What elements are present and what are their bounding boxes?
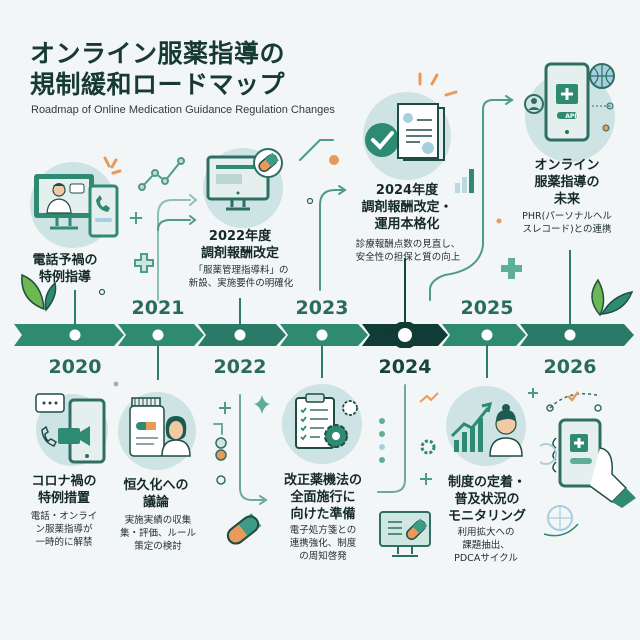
monitor-capsule-icon xyxy=(206,148,283,211)
health-app-phone-globe-icon xyxy=(524,62,615,142)
connector-2024 xyxy=(404,258,406,322)
milestone-permanent-desc: 実施実績の収集 集・評価、ルール 策定の検討 xyxy=(119,515,196,552)
milestone-monitoring-heading: 制度の定着・ 普及状況の モニタリング xyxy=(447,475,526,524)
year-2022: 2022 xyxy=(213,356,267,378)
year-2024: 2024 xyxy=(378,356,432,378)
timeline-arrow-bar xyxy=(14,322,634,348)
hand-holding-health-phone-icon xyxy=(540,391,636,508)
connector-2023 xyxy=(321,344,323,378)
doctor-video-call-icon xyxy=(34,174,119,238)
year-2021: 2021 xyxy=(131,297,185,319)
milestone-monitoring-desc: 利用拡大への 課題抽出、 PDCAサイクル xyxy=(454,527,518,564)
checkmark-document-icon xyxy=(365,103,445,161)
milestone-revision-2022-heading: 2022年度 調剤報酬改定 xyxy=(200,229,279,261)
page-title: オンライン服薬指導の 規制緩和ロードマップ xyxy=(30,38,285,100)
year-2020: 2020 xyxy=(48,356,102,378)
connector-2026 xyxy=(569,250,571,326)
app-badge-label: APP xyxy=(565,113,579,120)
year-2026: 2026 xyxy=(543,356,597,378)
connector-2021 xyxy=(157,344,159,380)
page-subtitle: Roadmap of Online Medication Guidance Re… xyxy=(31,104,335,116)
connector-2022 xyxy=(239,298,241,326)
milestone-phone-special-heading: 電話予禍の 特例指導 xyxy=(32,253,98,285)
milestone-pmd-act-heading: 改正薬機法の 全面施行に 向けた準備 xyxy=(283,473,362,522)
connector-2025 xyxy=(486,344,488,378)
video-call-phone-icon xyxy=(35,393,106,464)
milestone-permanent-heading: 恒久化への 議論 xyxy=(123,478,189,510)
clipboard-gear-icon xyxy=(295,393,358,449)
globe-refresh-icon xyxy=(543,505,579,537)
year-2025: 2025 xyxy=(460,297,514,319)
milestone-future-desc: PHR(パーソナルヘル スレコード)との連携 xyxy=(522,211,612,235)
milestone-revision-2022-desc: 「服薬管理指導料」の 新設、実施要件の明確化 xyxy=(188,265,294,289)
title-line-2: 規制緩和ロードマップ xyxy=(30,70,286,99)
connector-2020 xyxy=(74,290,76,326)
milestone-pmd-act-desc: 電子処方箋との 連携強化、制度 の周知啓発 xyxy=(289,525,357,562)
milestone-future-heading: オンライン 服薬指導の 未来 xyxy=(534,158,600,207)
milestone-covid-heading: コロナ禍の 特例措置 xyxy=(31,474,97,506)
year-2023: 2023 xyxy=(295,297,349,319)
title-line-1: オンライン服薬指導の xyxy=(30,39,286,68)
milestone-revision-2024-heading: 2024年度 調剤報酬改定・ 運用本格化 xyxy=(361,183,453,232)
milestone-covid-desc: 電話・オンライ ン服薬指導が 一時的に解禁 xyxy=(30,511,98,548)
doctor-growth-chart-icon xyxy=(450,401,523,457)
pharmacist-medicine-bottle-icon xyxy=(129,397,191,457)
milestone-revision-2024-desc: 診療報酬点数の見直し、 安全性の担保と質の向上 xyxy=(355,239,461,263)
